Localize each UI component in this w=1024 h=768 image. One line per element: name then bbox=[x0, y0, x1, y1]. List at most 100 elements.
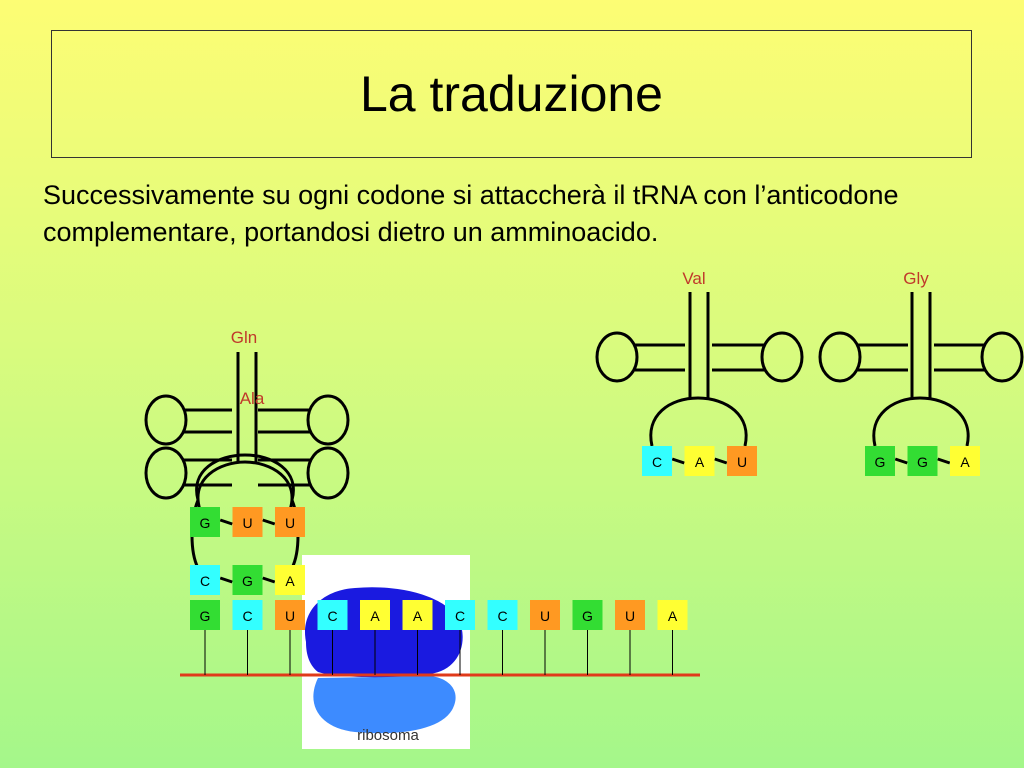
mrna-base-6-letter: C bbox=[455, 608, 465, 624]
mrna-base-11-box bbox=[657, 600, 688, 630]
anticodon-val-base-1-box bbox=[684, 446, 715, 476]
anticodon-gly-link-1 bbox=[937, 457, 951, 465]
mrna-base-3-letter: C bbox=[327, 608, 337, 624]
mrna-base-7-box bbox=[487, 600, 518, 630]
anticodon-ala-link-0 bbox=[219, 576, 233, 584]
anticodon-gln-base-0: G bbox=[190, 507, 220, 537]
anticodon-ala-base-1: G bbox=[232, 565, 263, 595]
anticodon-gln-base-1: U bbox=[232, 507, 263, 537]
amino-acid-val: Val bbox=[682, 269, 705, 288]
anticodon-gln-base-1-letter: U bbox=[242, 515, 252, 531]
trna-gly: Gly bbox=[818, 269, 1024, 447]
mrna-base-3-box bbox=[317, 600, 348, 630]
anticodon-ala-base-1-letter: G bbox=[242, 573, 253, 589]
mrna-sequence bbox=[204, 630, 673, 675]
trna-val-arm-right bbox=[760, 331, 804, 383]
amino-acid-gln: Gln bbox=[231, 328, 257, 347]
amino-acid-ala: Ala bbox=[240, 389, 265, 408]
anticodon-val-base-0-box bbox=[642, 446, 672, 476]
page-title: La traduzione bbox=[359, 66, 663, 122]
anticodon-val-base-1-letter: A bbox=[695, 454, 705, 470]
anticodon-ala-link-1 bbox=[262, 576, 276, 584]
mrna-base-1: C bbox=[232, 600, 263, 630]
mrna-base-10: U bbox=[615, 600, 645, 630]
anticodon-ala-base-2: A bbox=[275, 565, 305, 595]
anticodon-ala-base-0-box bbox=[190, 565, 220, 595]
mrna-base-5-box bbox=[402, 600, 433, 630]
mrna-base-5-letter: A bbox=[413, 608, 423, 624]
anticodon-ala-base-2-letter: A bbox=[285, 573, 295, 589]
anticodon-gln-base-2-box bbox=[275, 507, 305, 537]
mrna-base-8-box bbox=[530, 600, 560, 630]
mrna-base-11: A bbox=[657, 600, 688, 630]
mrna-base-8-letter: U bbox=[540, 608, 550, 624]
anticodon-gly-base-1-box bbox=[907, 446, 938, 476]
mrna-base-4: A bbox=[360, 600, 390, 630]
anticodon-gln-base-1-box bbox=[232, 507, 263, 537]
anticodon-val-base-2: U bbox=[727, 446, 757, 476]
mrna-base-7: C bbox=[487, 600, 518, 630]
anticodon-gln-link-0 bbox=[219, 518, 233, 526]
anticodon-val-base-0-letter: C bbox=[652, 454, 662, 470]
trna-gly-arm-right bbox=[980, 331, 1024, 383]
mrna-base-6-box bbox=[445, 600, 475, 630]
mrna-base-4-letter: A bbox=[370, 608, 380, 624]
anticodon-val-base-0: C bbox=[642, 446, 672, 476]
mrna-base-6: C bbox=[445, 600, 475, 630]
mrna-base-1-letter: C bbox=[242, 608, 252, 624]
mrna-base-5: A bbox=[402, 600, 433, 630]
anticodon-ala-base-2-box bbox=[275, 565, 305, 595]
anticodon-ala-base-1-box bbox=[232, 565, 263, 595]
ribosome-small-subunit bbox=[313, 676, 456, 734]
mrna-base-9-box bbox=[572, 600, 603, 630]
anticodon-gly-base-0: G bbox=[865, 446, 895, 476]
mrna-base-0-box bbox=[190, 600, 220, 630]
anticodon-gln-base-0-box bbox=[190, 507, 220, 537]
trna-ala-body bbox=[195, 453, 295, 501]
title-box: La traduzione bbox=[51, 30, 972, 158]
anticodon-gly-base-2-letter: A bbox=[960, 454, 970, 470]
anticodon-gly-base-2: A bbox=[950, 446, 980, 476]
trna-gly-arm-left bbox=[818, 331, 862, 383]
anticodon-gln-base-2: U bbox=[275, 507, 305, 537]
anticodon-val-base-2-letter: U bbox=[737, 454, 747, 470]
trna-ala-arm-left bbox=[144, 446, 188, 500]
mrna-base-2-letter: U bbox=[285, 608, 295, 624]
mrna-base-1-box bbox=[232, 600, 263, 630]
trna-val: Val bbox=[595, 269, 804, 447]
anticodon-val-link-1 bbox=[714, 457, 728, 465]
mrna-base-2-box bbox=[275, 600, 305, 630]
anticodon-gly-base-1-letter: G bbox=[917, 454, 928, 470]
mrna-base-8: U bbox=[530, 600, 560, 630]
anticodon-gly-base-2-box bbox=[950, 446, 980, 476]
trna-val-arm-left bbox=[595, 331, 639, 383]
anticodon-gly-base-0-box bbox=[865, 446, 895, 476]
mrna-base-0-letter: G bbox=[200, 608, 211, 624]
trna-ala-arm-right bbox=[306, 446, 350, 500]
anticodon-gly-base-0-letter: G bbox=[875, 454, 886, 470]
trna-gly-body bbox=[872, 396, 970, 447]
anticodon-gly-link-0 bbox=[894, 457, 908, 465]
anticodon-val-link-0 bbox=[671, 457, 685, 465]
trna-val-body bbox=[649, 396, 748, 447]
trna-gln-body bbox=[196, 460, 294, 511]
mrna-base-4-box bbox=[360, 600, 390, 630]
trna-gln-arm-right bbox=[306, 394, 350, 446]
anticodon-val-base-2-box bbox=[727, 446, 757, 476]
mrna-base-7-letter: C bbox=[497, 608, 507, 624]
ribosome: ribosoma bbox=[302, 555, 470, 749]
trna-gln: Gln bbox=[144, 328, 350, 511]
anticodon-ala-base-0-letter: C bbox=[200, 573, 210, 589]
mrna-base-9: G bbox=[572, 600, 603, 630]
mrna-base-9-letter: G bbox=[582, 608, 593, 624]
anticodon-gly-base-1: G bbox=[907, 446, 938, 476]
trna-ala bbox=[144, 415, 350, 569]
anticodon-gln-base-0-letter: G bbox=[200, 515, 211, 531]
anticodon-ala-base-0: C bbox=[190, 565, 220, 595]
mrna-base-10-box bbox=[615, 600, 645, 630]
